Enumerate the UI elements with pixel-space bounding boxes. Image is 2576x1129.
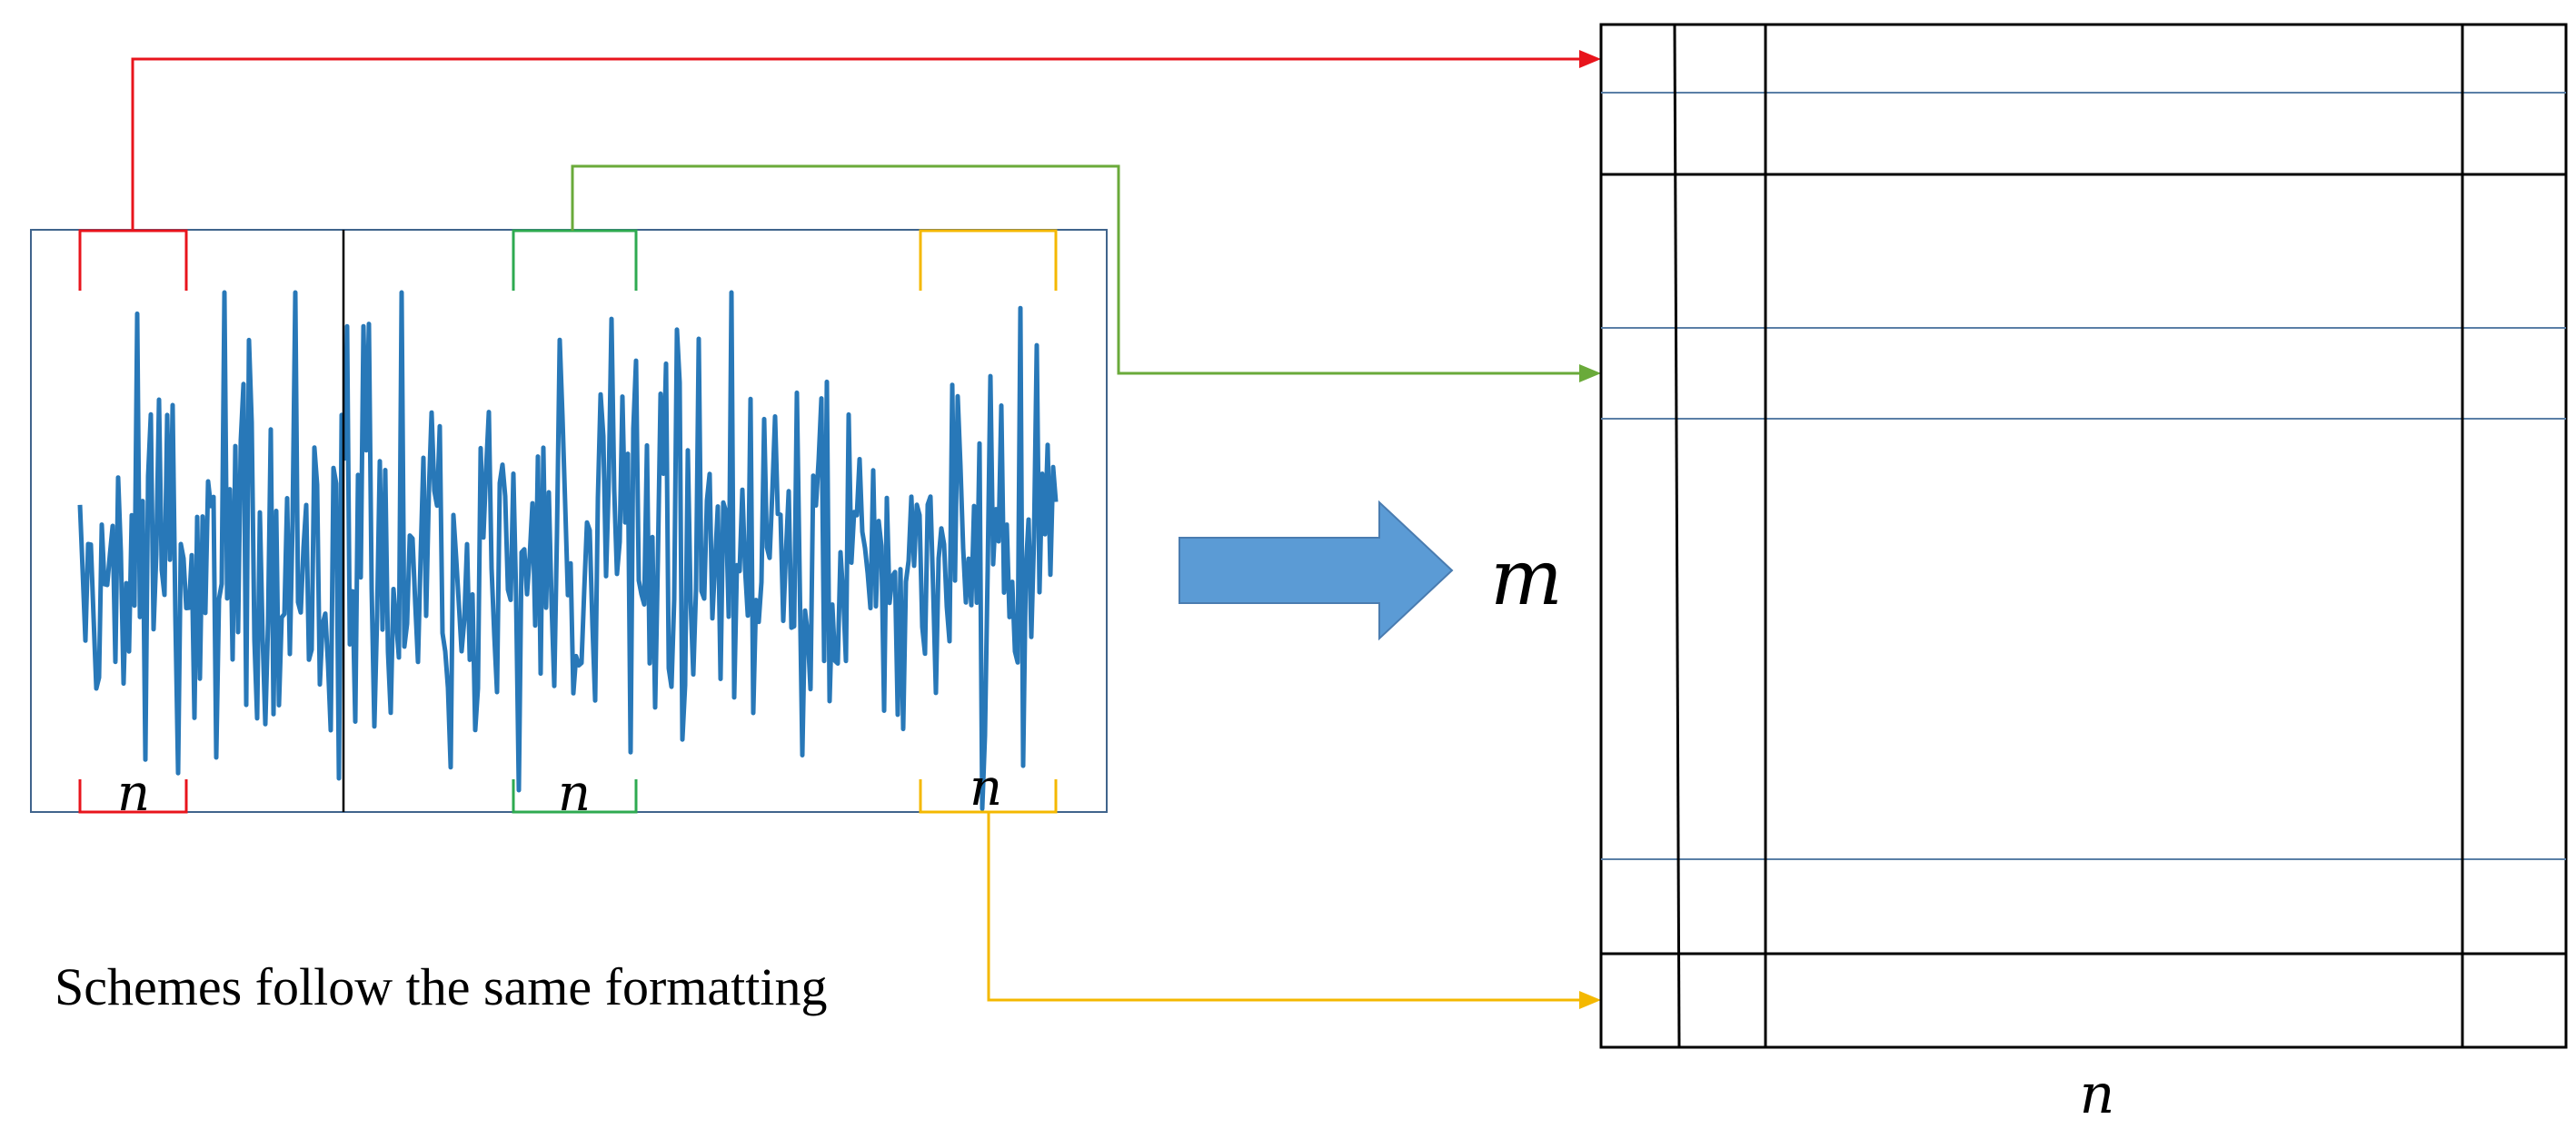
matrix-row-lines	[1601, 92, 2566, 956]
signal-panel	[30, 229, 1108, 813]
matrix-column-lines	[1673, 24, 2464, 1048]
right-block-arrow-icon	[1179, 500, 1454, 641]
window-bracket-green	[512, 229, 638, 814]
signal-frame	[30, 229, 1108, 813]
connector-yellow	[987, 812, 1601, 1009]
arrowhead-icon	[1579, 991, 1601, 1009]
window-size-label: n	[970, 758, 1002, 817]
window-size-label: n	[558, 764, 591, 823]
window-matrix	[1599, 23, 2568, 1049]
arrowhead-icon	[1579, 50, 1601, 68]
cols-label: n	[2080, 1063, 2115, 1126]
signal-waveform	[77, 290, 1059, 811]
matrix-frame	[1599, 23, 2568, 1049]
window-size-label: n	[117, 764, 150, 823]
arrowhead-icon	[1579, 364, 1601, 382]
connector-red	[131, 50, 1601, 231]
caption: Schemes follow the same formatting	[55, 957, 827, 1016]
rows-label: m	[1490, 533, 1563, 622]
connector-green	[571, 164, 1601, 382]
